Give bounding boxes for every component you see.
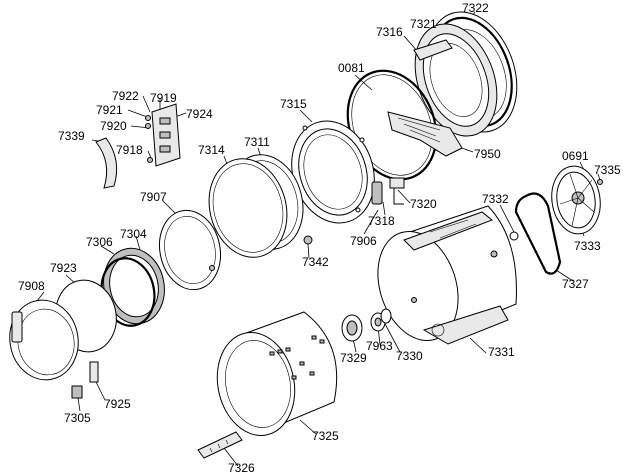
label-7923: 7923 (50, 261, 77, 275)
label-7335: 7335 (594, 163, 621, 177)
label-7908: 7908 (18, 279, 45, 293)
label-7330: 7330 (396, 349, 423, 363)
label-7316: 7316 (376, 25, 403, 39)
label-7907: 7907 (140, 190, 167, 204)
label-7305: 7305 (64, 411, 91, 425)
bearing-7330 (380, 308, 392, 324)
label-7922: 7922 (112, 89, 139, 103)
part-7925 (89, 361, 99, 383)
ring-7314 (208, 158, 288, 258)
handle-7339 (95, 137, 118, 189)
label-7306: 7306 (86, 235, 113, 249)
label-7925: 7925 (104, 397, 131, 411)
label-7332: 7332 (482, 192, 509, 206)
label-7906: 7906 (350, 234, 377, 248)
bracket-7316 (413, 39, 453, 61)
label-7329: 7329 (340, 351, 367, 365)
label-7315: 7315 (280, 97, 307, 111)
outer-door-7908 (9, 299, 79, 381)
label-7963: 7963 (366, 339, 393, 353)
label-7921: 7921 (96, 103, 123, 117)
label-7320: 7320 (410, 197, 437, 211)
control-panel-7919 (145, 103, 181, 167)
label-7918: 7918 (116, 143, 143, 157)
label-7950: 7950 (474, 147, 501, 161)
part-labels: 7322 7321 7316 0081 7315 7950 7922 7919 … (18, 1, 621, 475)
label-7333: 7333 (574, 239, 601, 253)
door-frame-7315 (291, 120, 375, 224)
label-7304: 7304 (120, 227, 147, 241)
part-7305 (71, 385, 83, 399)
pulley-7333 (551, 165, 601, 235)
seal-7329 (341, 314, 363, 342)
label-0691: 0691 (562, 149, 589, 163)
label-7325: 7325 (312, 429, 339, 443)
label-7924: 7924 (186, 107, 213, 121)
drum-7325 (216, 311, 338, 436)
part-7342 (303, 235, 313, 245)
belt-7327 (514, 192, 562, 275)
label-7331: 7331 (488, 345, 515, 359)
part-7332 (509, 231, 519, 241)
label-7318: 7318 (368, 214, 395, 228)
label-7314: 7314 (198, 143, 225, 157)
label-7920: 7920 (100, 119, 127, 133)
inner-ring-7907 (158, 209, 222, 291)
screw-7335 (597, 179, 603, 185)
label-7342: 7342 (302, 255, 329, 269)
label-7326: 7326 (228, 461, 255, 475)
label-7311: 7311 (244, 135, 270, 149)
label-7322: 7322 (462, 1, 489, 15)
label-0081: 0081 (338, 61, 365, 75)
label-7339: 7339 (58, 129, 85, 143)
heater-bracket-7950 (387, 111, 463, 157)
label-7919: 7919 (150, 91, 177, 105)
lifter-7326 (197, 431, 243, 459)
label-7321: 7321 (410, 17, 437, 31)
outer-tub-7331 (377, 205, 517, 345)
hinge-7318 (371, 177, 405, 205)
label-7327: 7327 (562, 277, 589, 291)
